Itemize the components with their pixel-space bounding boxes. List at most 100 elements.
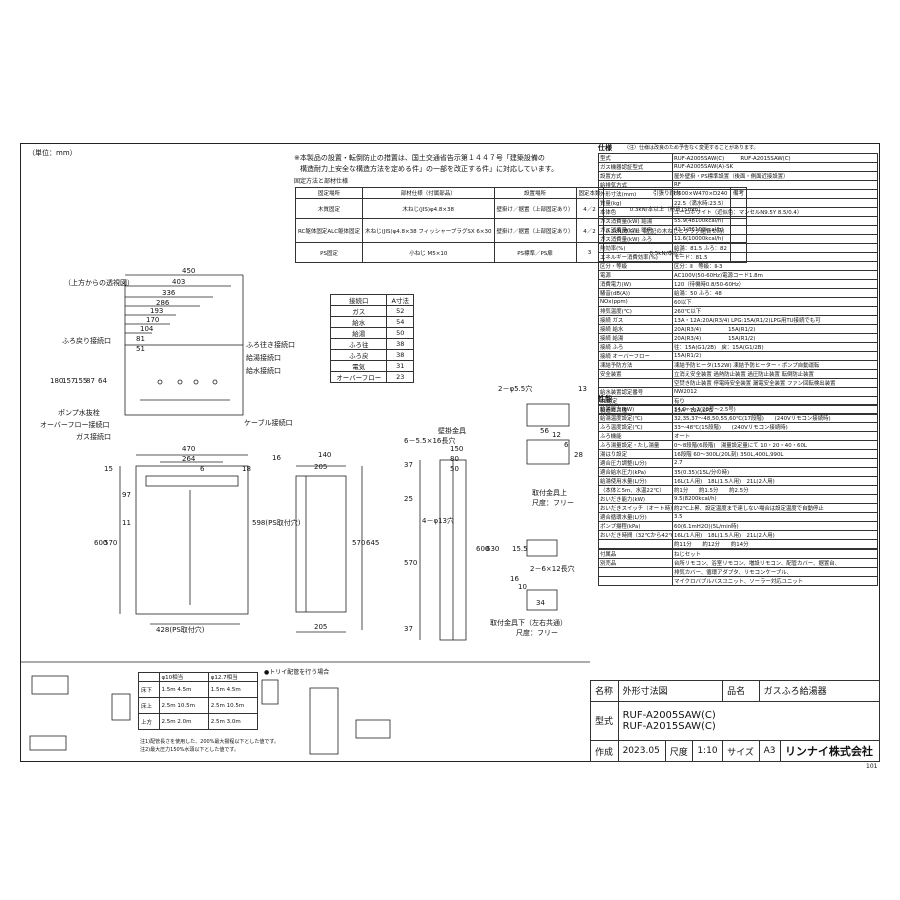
dim-label: 12 bbox=[552, 431, 561, 439]
dim-label: 34 bbox=[536, 599, 545, 607]
spec-key bbox=[598, 378, 673, 388]
dim-label: 205 bbox=[314, 623, 328, 631]
spec-key: 排気温度(℃) bbox=[598, 306, 673, 316]
dim-label: 6 bbox=[200, 465, 205, 473]
small-part-label: 2－φ5.5穴 bbox=[498, 385, 533, 393]
fix-cell: RC躯体固定ALC躯体固定 bbox=[294, 218, 364, 243]
pipe-cell: 2.5m 3.0m bbox=[207, 713, 259, 730]
small-part-caption: 取付金具上 bbox=[532, 489, 567, 497]
spec-val: 260℃以下 bbox=[672, 306, 878, 316]
perf-val: 2.7 bbox=[672, 458, 878, 468]
dim-label: 10 bbox=[518, 583, 527, 591]
pipe-cell: 2.5m 2.0m bbox=[158, 713, 209, 730]
dim-label: 87 bbox=[86, 377, 95, 385]
trap-heater bbox=[261, 679, 279, 705]
acc-val: マイクロバブルバスユニット、ソーラー対応ユニット bbox=[672, 576, 878, 586]
dim-label: 97 bbox=[122, 491, 131, 499]
port-label: ポンプ水抜栓 bbox=[58, 409, 100, 417]
tb-name: 外形寸法図 bbox=[617, 680, 724, 702]
dim-label: 180 bbox=[50, 377, 64, 385]
dim-label: 205 bbox=[314, 463, 328, 471]
port-circle bbox=[157, 379, 163, 385]
trap-title: ●トリイ配管を行う場合 bbox=[264, 669, 330, 676]
tb-model1: RUF-A2005SAW(C) bbox=[622, 709, 716, 721]
perf-key: 適合給水圧力(kPa) bbox=[598, 467, 673, 477]
spec-key: ガス消費量(kW) ふろ bbox=[598, 234, 673, 244]
bracket-lower bbox=[526, 589, 558, 611]
spec-val: 給湯：81.5 ふろ：82 bbox=[672, 243, 878, 253]
pipe-head bbox=[138, 672, 160, 682]
port-label: ガス接続口 bbox=[76, 433, 111, 441]
perf-val: 16L(1人用) 18L(1.5人用) 21L(2人用) bbox=[672, 476, 878, 486]
perf-key: おいだきスイッチ（オート時） bbox=[598, 503, 673, 513]
bracket-upper-plan bbox=[526, 403, 570, 427]
dim-label: 6 bbox=[564, 441, 569, 449]
acc-key: 付属品 bbox=[598, 549, 673, 559]
dim-label: 570 bbox=[104, 539, 118, 547]
perf-key: 給湯能力(kW) bbox=[598, 404, 673, 414]
pipe-head: φ12.7相当 bbox=[207, 672, 259, 682]
pipe-cell: 1.5m 4.5m bbox=[207, 681, 259, 698]
port-label: ふろ往き接続口 bbox=[246, 341, 295, 349]
fix-cell: 壁掛け／据置（上部固定あり） bbox=[493, 218, 577, 243]
spec-key: 接続 オーバーフロー bbox=[598, 351, 673, 361]
dim-label: 403 bbox=[172, 278, 186, 286]
dim-label: 16 bbox=[272, 454, 281, 462]
perf-key: ふろ機能 bbox=[598, 431, 673, 441]
pipe-cell: 1.5m 4.5m bbox=[158, 681, 209, 698]
dim-label: 264 bbox=[182, 455, 196, 463]
port-label: 給水接続口 bbox=[246, 367, 281, 375]
spec-val: 20A(R3/4) 15A(R1/2) bbox=[672, 324, 878, 334]
dim-label: 193 bbox=[150, 307, 164, 315]
spec-val: ユーロホワイト（近似色：マンセルN9.5Y 8.5/0.4） bbox=[672, 207, 878, 217]
spec-key: 騒音(dB(A)) bbox=[598, 288, 673, 298]
spec-title: 仕様 bbox=[598, 144, 612, 152]
perf-val: オート bbox=[672, 431, 878, 441]
perf-val: 約2℃上昇、設定温度まで達しない場合は設定温度で自動停止 bbox=[672, 503, 878, 513]
perf-key: ポンプ揚程(kPa) bbox=[598, 521, 673, 531]
spec-val: 空焚き防止装置 停電時安全装置 漏電安全装置 ファン回転検出装置 bbox=[672, 378, 878, 388]
fix-cell: 小ねじ M5×10 bbox=[362, 242, 495, 263]
port-label: オーバーフロー接続口 bbox=[40, 421, 110, 429]
top-view-title: （上方からの透視図） bbox=[64, 279, 134, 287]
perf-key: （本体と5m、水温22℃） bbox=[598, 485, 673, 495]
dim-label: 157 bbox=[62, 377, 76, 385]
dim-label: 28 bbox=[574, 451, 583, 459]
pipe-cell: 上方 bbox=[138, 713, 160, 730]
perf-key: 給湯温度設定(℃) bbox=[598, 413, 673, 423]
spec-key: 外形寸法(mm) bbox=[598, 189, 673, 199]
perf-key bbox=[598, 539, 673, 549]
port-circle bbox=[212, 379, 218, 385]
spec-key: ガス消費量(kW) 暖房 bbox=[598, 225, 673, 235]
dim-label: 630 bbox=[486, 545, 500, 553]
spec-key: 接続 給湯 bbox=[598, 333, 673, 343]
perf-key: 湯はり設定 bbox=[598, 449, 673, 459]
spec-key: 安全装置 bbox=[598, 369, 673, 379]
small-part-scale: 尺度：フリー bbox=[516, 629, 558, 637]
perf-key: 適合圧力調整(L/分) bbox=[598, 458, 673, 468]
small-part-caption: 取付金具下（左右共通） bbox=[490, 619, 567, 627]
spec-val: 15A(R1/2) bbox=[672, 351, 878, 361]
top-view-body bbox=[124, 344, 244, 416]
dim-label: 51 bbox=[136, 345, 145, 353]
dim-label: 155 bbox=[74, 377, 88, 385]
spec-val: 120（待機時0.8/50-60Hz） bbox=[672, 279, 878, 289]
tb-scale-label: 尺度 bbox=[664, 740, 694, 762]
dim-label: 598(PS取付穴) bbox=[252, 519, 301, 527]
dim-label: 570 bbox=[352, 539, 366, 547]
dim-label: 600 bbox=[476, 545, 490, 553]
dim-label: 15.5 bbox=[512, 545, 528, 553]
spec-val: 給湯：50 ふろ：48 bbox=[672, 288, 878, 298]
pipe-cell: 2.5m 10.5m bbox=[158, 697, 209, 714]
spec-key: 接続 給水 bbox=[598, 324, 673, 334]
spec-val: RUF-A2005SAW(A)-SK bbox=[672, 162, 878, 172]
bathtub-left bbox=[31, 675, 69, 695]
port-label: ケーブル接続口 bbox=[244, 419, 293, 427]
spec-key: 給排気方式 bbox=[598, 180, 673, 190]
perf-val: 33～48℃(15段階) (240Vリモコン接続時) bbox=[672, 422, 878, 432]
perf-key: ふろ湯量設定・たし湯量 bbox=[598, 440, 673, 450]
accessory-table: 付属品ねじセット 別売品台所リモコン、浴室リモコン、増設リモコン、配管カバー、据… bbox=[598, 549, 878, 586]
dim-label: 50 bbox=[450, 465, 459, 473]
